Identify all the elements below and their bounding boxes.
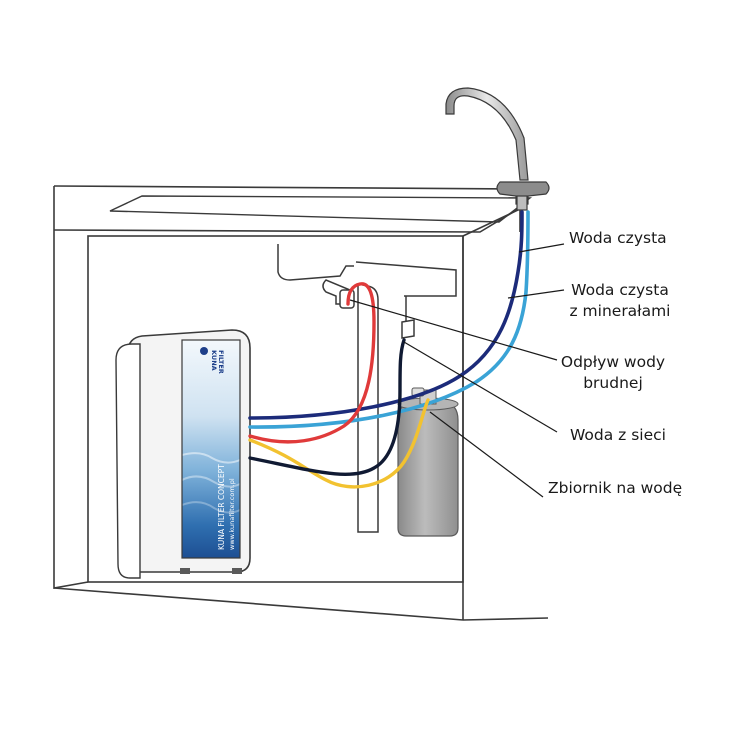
leader-odplyw (349, 299, 558, 361)
label-zbiornik: Zbiornik na wodę (548, 479, 683, 497)
label-woda-z-sieci: Woda z sieci (570, 426, 666, 444)
label-odplyw-line1: Odpływ wody (560, 353, 666, 371)
pipe-clean-water (248, 210, 524, 420)
device-side-text: KUNA FILTER CONCEPT (217, 464, 226, 550)
pipe-mineral-water (248, 210, 530, 429)
label-odplyw-line2: brudnej (583, 374, 643, 392)
leader-zbiornik (429, 411, 544, 498)
label-woda-czysta-mineraly-line2: z minerałami (569, 302, 671, 320)
label-odplyw: Odpływ wody brudnej (558, 352, 668, 394)
pipe-tank-line (248, 398, 430, 489)
leader-woda-czysta (518, 243, 565, 253)
leader-lines (349, 243, 565, 498)
leader-woda-z-sieci (403, 341, 558, 433)
faucet (445, 87, 550, 211)
filter-device: KUNA FILTER KUNA FILTER CONCEPT www.kuna… (115, 329, 251, 579)
cabinet (53, 207, 549, 621)
sink-basin (277, 244, 457, 297)
logo-drop-icon (200, 347, 208, 355)
sink-top (109, 195, 533, 223)
label-woda-czysta: Woda czysta (569, 229, 667, 247)
logo-text-line2: FILTER (217, 350, 225, 374)
countertop (53, 185, 521, 233)
filter-front-panel (182, 340, 240, 558)
label-woda-czysta-mineraly: Woda czysta z minerałami (565, 280, 675, 322)
leader-woda-czysta-mineraly (507, 289, 565, 299)
pipe-drain (248, 282, 376, 444)
logo-text-line1: KUNA (210, 350, 218, 371)
pipes (248, 210, 530, 489)
pipe-mains (248, 338, 406, 476)
label-woda-czysta-mineraly-line1: Woda czysta (571, 281, 669, 299)
device-side-url: www.kunafilter.com.pl (228, 478, 236, 550)
